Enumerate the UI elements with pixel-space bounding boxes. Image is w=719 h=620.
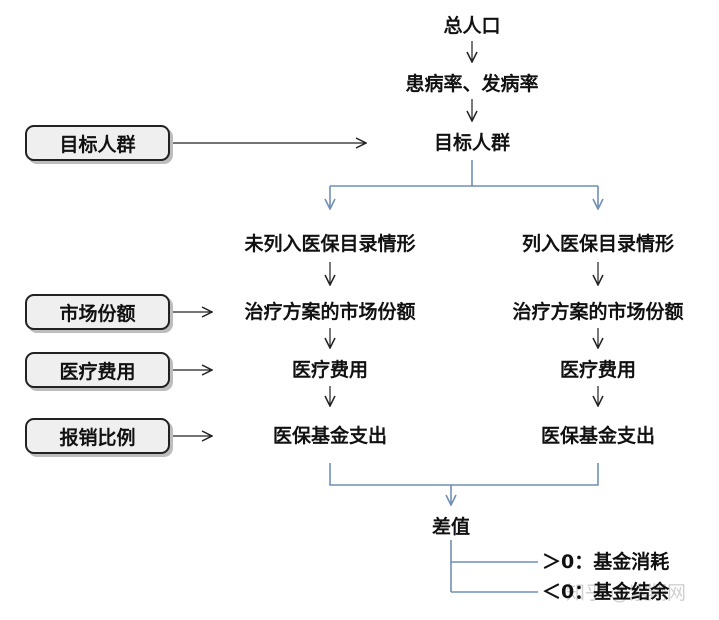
input-box-medical-cost: 医疗费用 [25,352,170,388]
node-fund-expense-right: 医保基金支出 [540,425,656,447]
node-medical-cost-left: 医疗费用 [291,359,369,381]
branch-split-connector [330,160,598,187]
merge-connector [329,463,599,486]
node-target-population: 目标人群 [433,132,511,154]
result-positive: ＞0：基金消耗 [542,551,670,573]
node-not-listed: 未列入医保目录情形 [244,233,416,255]
input-box-target-population: 目标人群 [25,125,170,161]
input-box-reimbursement-ratio: 报销比例 [25,418,170,454]
input-box-market-share: 市场份额 [25,294,170,330]
node-listed: 列入医保目录情形 [521,233,675,255]
node-fund-expense-left: 医保基金支出 [272,425,388,447]
node-total-population: 总人口 [443,15,501,37]
node-incidence-rate: 患病率、发病率 [405,73,539,95]
node-market-share-right: 治疗方案的市场份额 [512,301,684,323]
node-market-share-left: 治疗方案的市场份额 [244,301,416,323]
result-bracket [450,540,538,593]
watermark: 知乎 @紫翔网 [566,582,687,604]
node-medical-cost-right: 医疗费用 [559,359,637,381]
node-difference: 差值 [431,516,471,538]
result-negative: ＜0：基金结余 [542,581,670,603]
